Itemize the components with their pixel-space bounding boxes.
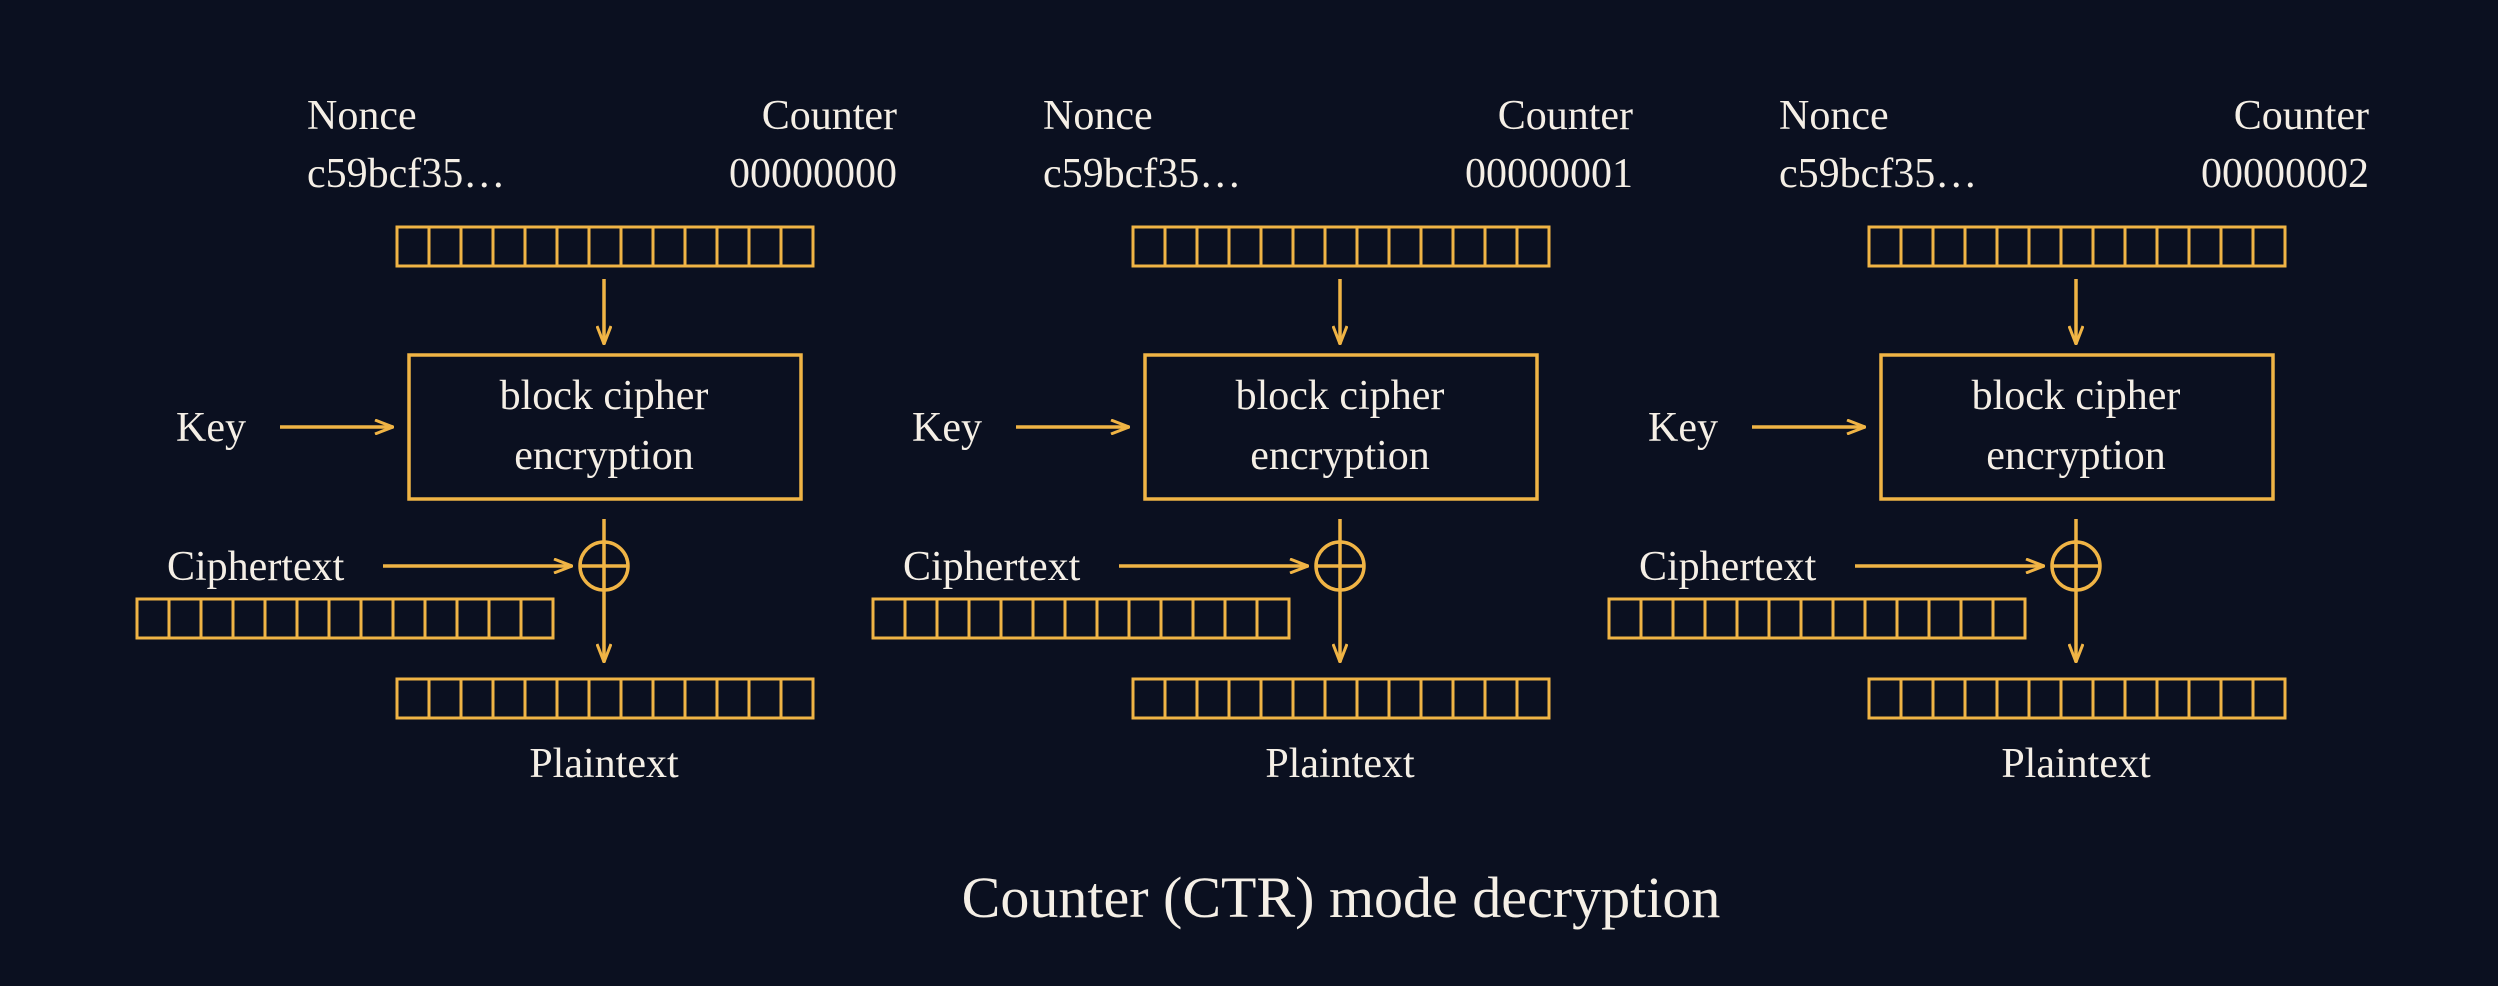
xor-icon: [2050, 540, 2102, 592]
plaintext-label: Plaintext: [2001, 741, 2151, 787]
nonce-label: Nonce: [1779, 93, 1889, 139]
counter-value: 00000001: [1465, 151, 1633, 197]
xor-icon: [578, 540, 630, 592]
xor-icon: [1314, 540, 1366, 592]
nonce-value: c59bcf35…: [307, 151, 505, 197]
ciphertext-label: Ciphertext: [167, 544, 345, 590]
nonce-label: Nonce: [1043, 93, 1153, 139]
plaintext-label: Plaintext: [1265, 741, 1415, 787]
cipher-box-line1: block cipher: [1972, 373, 2181, 419]
counter-label: Counter: [762, 93, 897, 139]
ciphertext-register: [1607, 597, 2027, 640]
key-label: Key: [1648, 405, 1718, 451]
block-cipher-box: [1143, 353, 1539, 501]
cipher-box-line1: block cipher: [1236, 373, 1445, 419]
plaintext-register-outline: [1867, 677, 2287, 720]
stages-group: Nonce c59bcf35… Counter 00000000 block ciphe…: [135, 93, 2369, 787]
ciphertext-label: Ciphertext: [1639, 544, 1817, 590]
cipher-box-line1: block cipher: [500, 373, 709, 419]
ciphertext-register-outline: [871, 597, 1291, 640]
counter-value: 00000002: [2201, 151, 2369, 197]
nonce-value: c59bcf35…: [1779, 151, 1977, 197]
key-label: Key: [176, 405, 246, 451]
plaintext-label: Plaintext: [529, 741, 679, 787]
stage-3: Nonce c59bcf35… Counter 00000002 block ciphe…: [1607, 93, 2369, 787]
plaintext-register: [1131, 677, 1551, 720]
cipher-box-line2: encryption: [1250, 433, 1430, 479]
plaintext-register: [395, 677, 815, 720]
stage-2: Nonce c59bcf35… Counter 00000001 block ciphe…: [871, 93, 1633, 787]
cipher-box-line2: encryption: [514, 433, 694, 479]
counter-label: Counter: [1498, 93, 1633, 139]
plaintext-register: [1867, 677, 2287, 720]
plaintext-register-outline: [1131, 677, 1551, 720]
key-label: Key: [912, 405, 982, 451]
ciphertext-register-outline: [135, 597, 555, 640]
counter-block-register: [1867, 225, 2287, 268]
nonce-label: Nonce: [307, 93, 417, 139]
cipher-box-line2: encryption: [1986, 433, 2166, 479]
plaintext-register-outline: [395, 677, 815, 720]
nonce-value: c59bcf35…: [1043, 151, 1241, 197]
counter-block-register: [395, 225, 815, 268]
ciphertext-register: [871, 597, 1291, 640]
ciphertext-register: [135, 597, 555, 640]
counter-block-register-outline: [1131, 225, 1551, 268]
ciphertext-label: Ciphertext: [903, 544, 1081, 590]
counter-label: Counter: [2234, 93, 2369, 139]
counter-value: 00000000: [729, 151, 897, 197]
block-cipher-box: [407, 353, 803, 501]
counter-block-register-outline: [395, 225, 815, 268]
counter-block-register-outline: [1867, 225, 2287, 268]
counter-block-register: [1131, 225, 1551, 268]
block-cipher-box: [1879, 353, 2275, 501]
stage-1: Nonce c59bcf35… Counter 00000000 block ciphe…: [135, 93, 897, 787]
diagram-caption: Counter (CTR) mode decryption: [962, 865, 1721, 930]
ciphertext-register-outline: [1607, 597, 2027, 640]
